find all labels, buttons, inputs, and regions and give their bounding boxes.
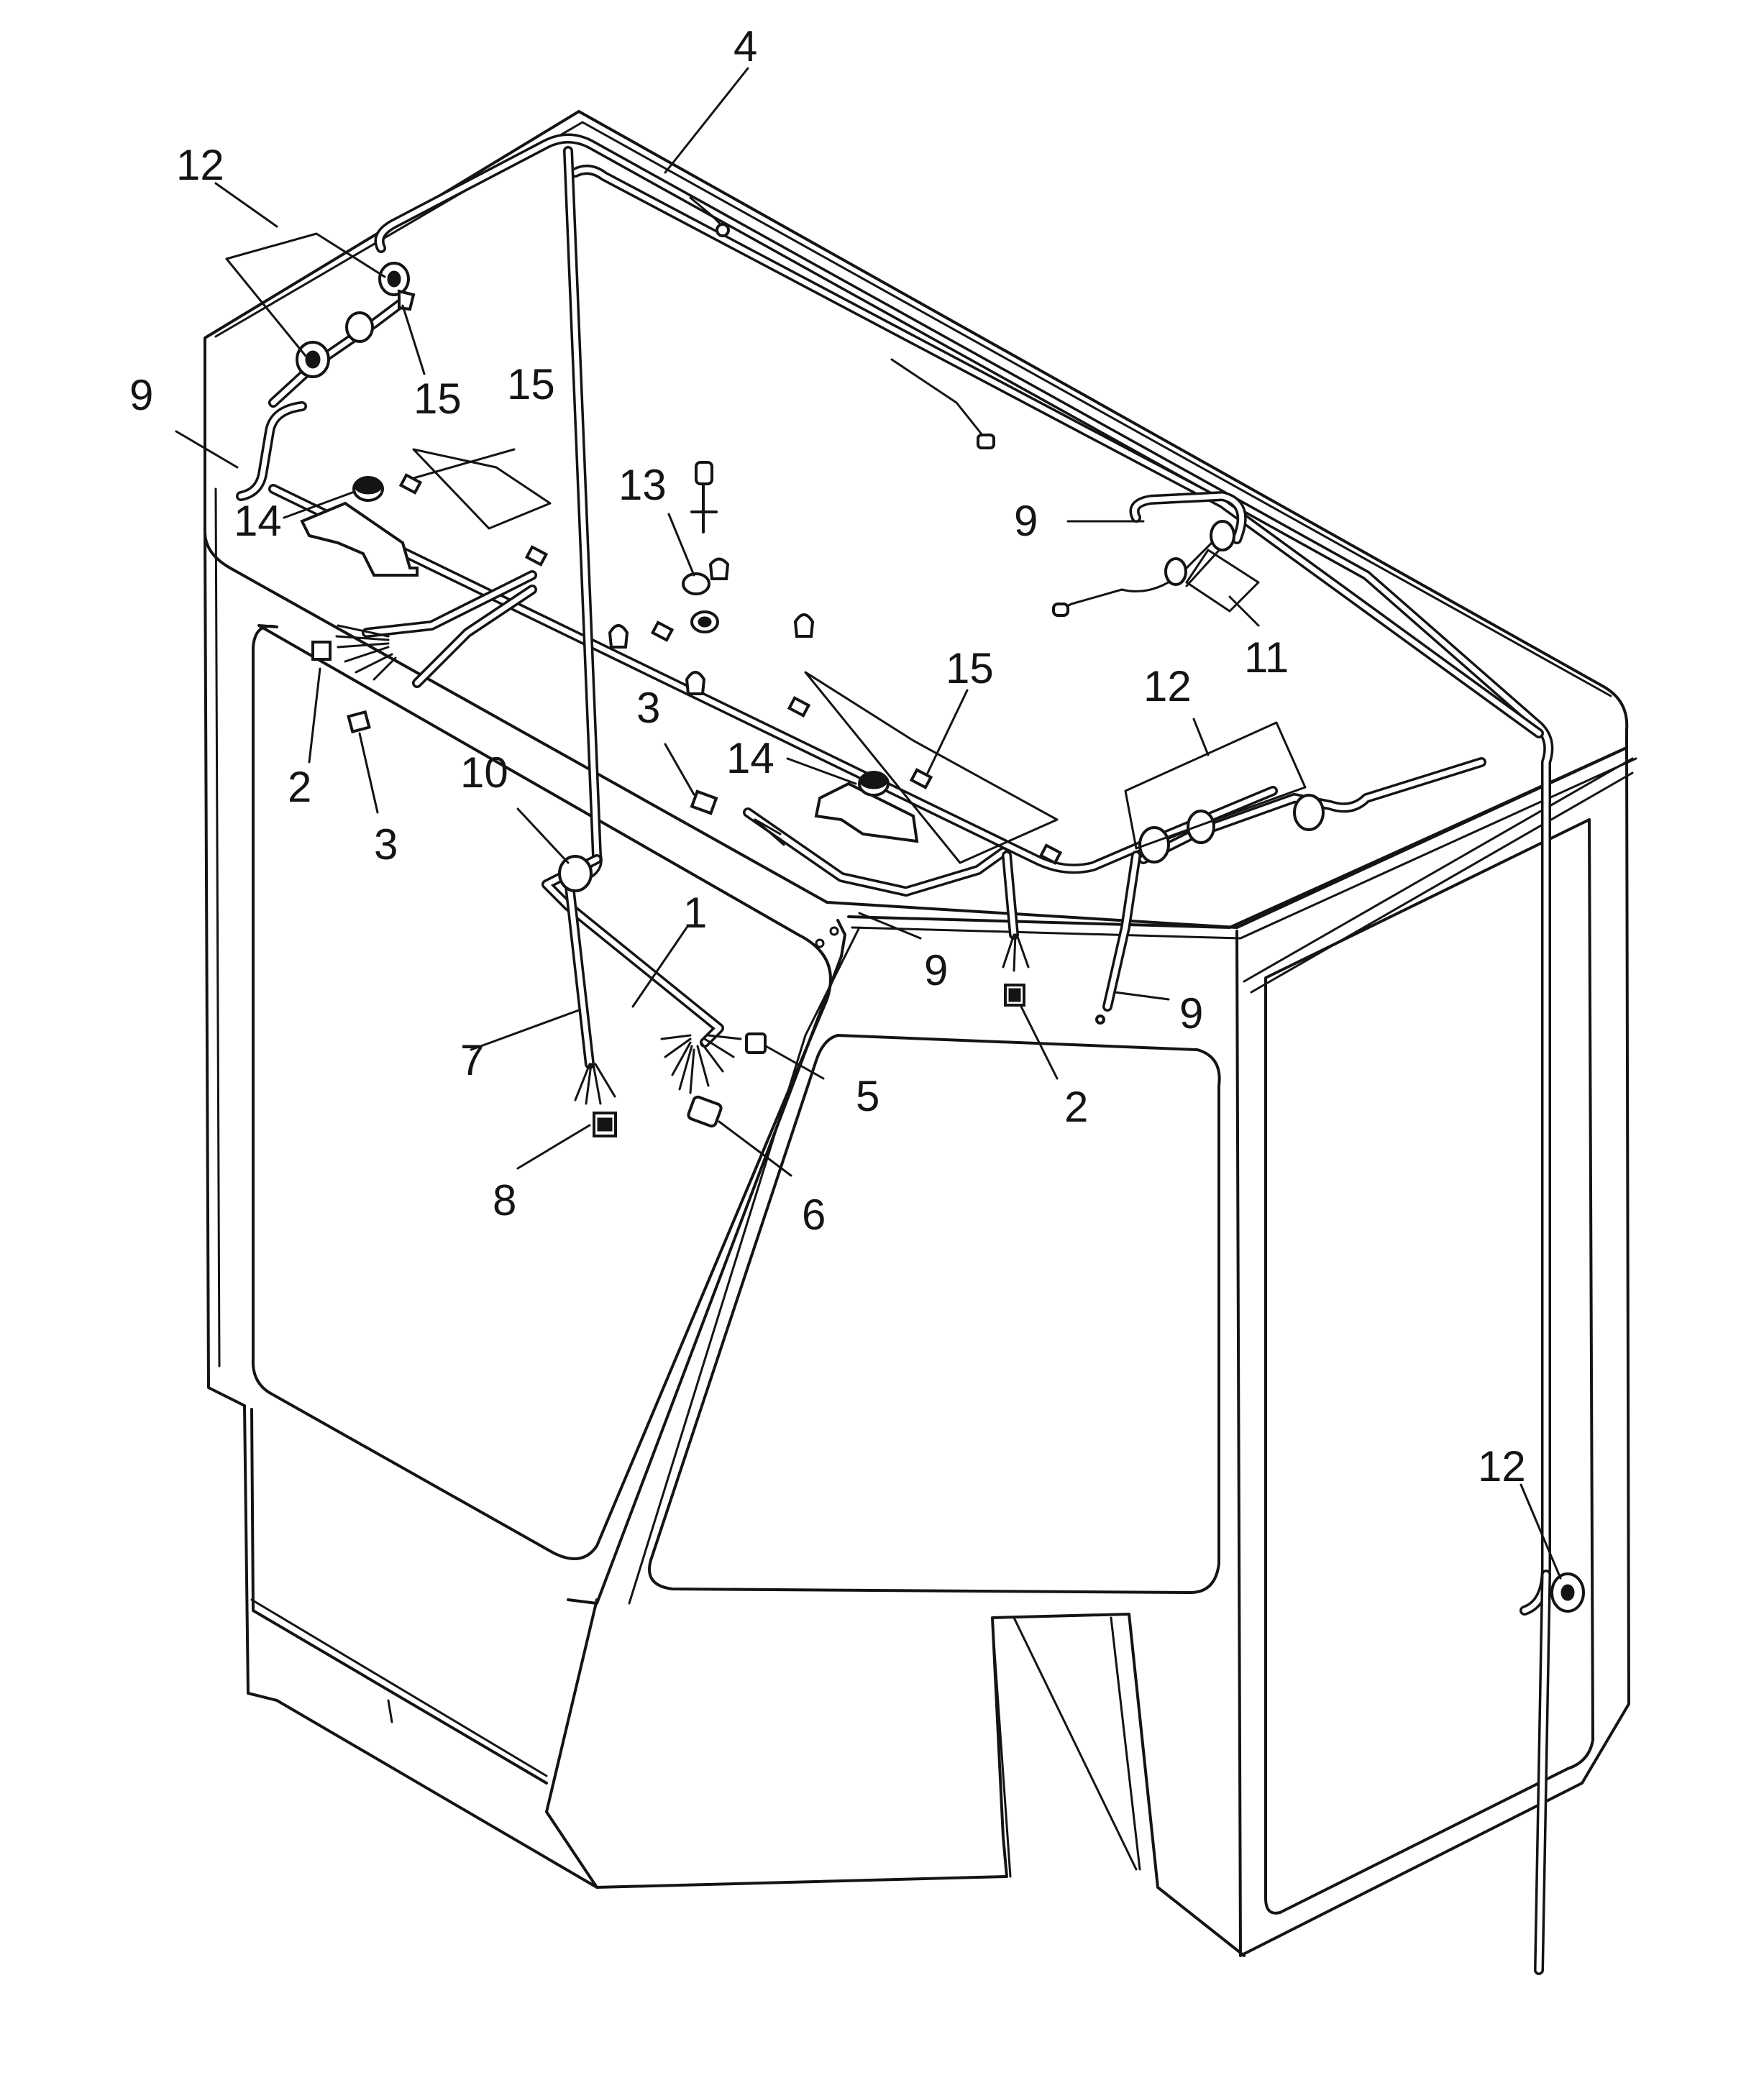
right-wall-outline [1235, 746, 1630, 1957]
front-window [648, 1034, 1221, 1594]
connector-icon [347, 710, 371, 734]
terminal-icon [716, 223, 730, 237]
clamp-icon [650, 620, 675, 642]
cab-body [204, 110, 1637, 1957]
callout-labels: 4 12 9 15 15 14 13 9 11 2 3 10 3 14 15 1… [129, 22, 1526, 1490]
left-lower-body [250, 1408, 548, 1785]
clip-icon [398, 289, 416, 311]
callout-9: 9 [129, 371, 153, 419]
callout-3: 3 [374, 820, 398, 869]
grommet-icon [1187, 810, 1215, 844]
bracket-icon [300, 501, 419, 577]
callout-14: 14 [234, 497, 282, 545]
callout-10: 10 [460, 748, 508, 797]
callout-3: 3 [636, 684, 660, 732]
terminal-icon [1095, 1014, 1105, 1025]
front-top-edge [847, 746, 1628, 929]
left-wall-edge [214, 487, 221, 1368]
callout-13: 13 [618, 461, 667, 509]
front-top-inner [851, 757, 1637, 940]
grommet-icon [1210, 520, 1235, 551]
roof-outline [204, 110, 1629, 929]
callout-11: 11 [1244, 633, 1289, 682]
grommet-icon [558, 855, 593, 892]
callout-1: 1 [683, 889, 707, 937]
stud-icon [608, 624, 629, 649]
bolt-icon [695, 461, 713, 485]
parts [296, 223, 1585, 1613]
left-lower-crease [250, 1598, 548, 1777]
callout-14: 14 [726, 734, 774, 782]
wire-ends [335, 624, 1030, 1105]
clamp-icon [1038, 843, 1063, 865]
connector-icon [687, 1095, 723, 1128]
a-pillar-inner [628, 926, 861, 1605]
roof-inner-edge [214, 121, 1612, 697]
connector-icon [745, 1032, 767, 1054]
grommet-icon [345, 311, 374, 343]
right-window [1264, 818, 1594, 1915]
clamp-icon [524, 545, 549, 567]
callout-12: 12 [1143, 662, 1192, 710]
callout-2: 2 [288, 763, 311, 811]
clamp-icon [909, 768, 933, 789]
grommet-icon [1293, 794, 1325, 831]
callout-9: 9 [1014, 497, 1038, 545]
callout-15: 15 [946, 644, 994, 692]
front-lower-inner [991, 1616, 1141, 1878]
callout-15: 15 [413, 375, 462, 423]
callout-9: 9 [924, 946, 948, 994]
front-lower-panel [545, 1598, 1246, 1957]
callout-15: 15 [507, 360, 555, 408]
connector-icon [977, 434, 995, 449]
stud-icon [685, 671, 706, 695]
callout-2: 2 [1064, 1083, 1088, 1131]
left-wall-outline [204, 531, 598, 1889]
callout-9: 9 [1179, 989, 1203, 1038]
stud-icon [793, 613, 815, 638]
washer-icon [682, 572, 710, 595]
grommet-icon [1164, 557, 1187, 586]
connector-icon [1052, 603, 1069, 617]
callout-8: 8 [493, 1176, 516, 1224]
callout-12: 12 [1478, 1442, 1526, 1490]
left-window [251, 624, 832, 1560]
a-pillar [567, 919, 846, 1605]
leader-lines [175, 67, 1562, 1580]
callout-6: 6 [802, 1191, 826, 1239]
grommet-icon [1138, 826, 1170, 864]
callout-12: 12 [176, 141, 224, 189]
clamp-icon [787, 696, 811, 718]
callout-5: 5 [856, 1072, 879, 1120]
callout-7: 7 [460, 1036, 484, 1084]
connector-icon [311, 641, 332, 661]
roof-rail [1243, 757, 1634, 994]
callout-4: 4 [734, 22, 757, 70]
connector-icon [690, 789, 718, 815]
nut-icon [708, 557, 730, 580]
